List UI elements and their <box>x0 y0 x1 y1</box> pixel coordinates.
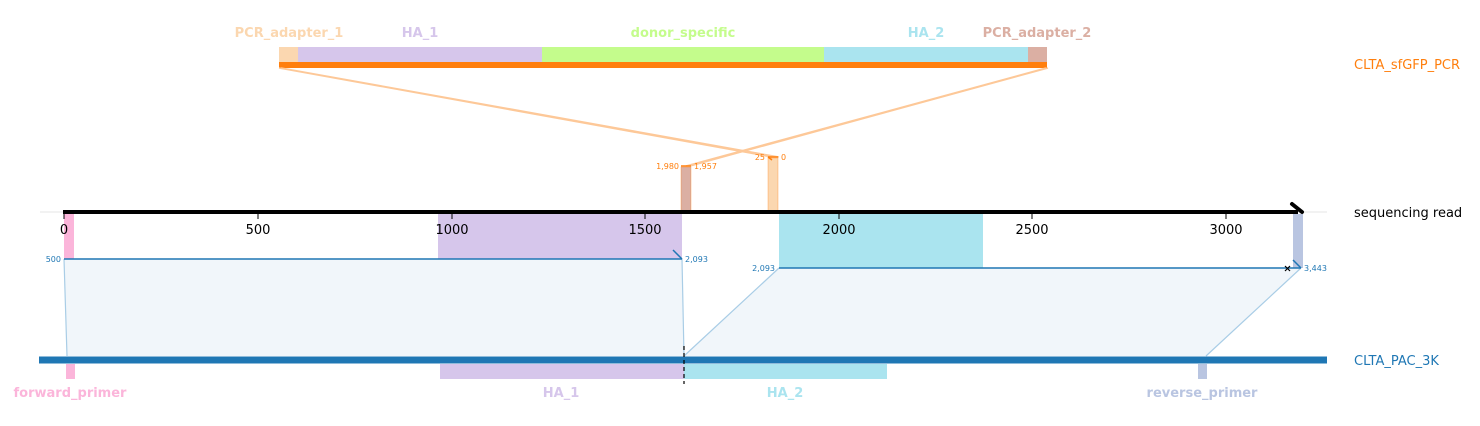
tick-label-2500: 2500 <box>1015 223 1048 238</box>
read-track: 0 500 1000 1500 2000 2500 3000 sequencin… <box>40 202 1462 238</box>
label-orange-right-end: 0 <box>781 153 786 162</box>
top-track-line <box>279 62 1047 68</box>
blue-connector-line <box>1205 267 1302 357</box>
orange-connector-line <box>280 67 780 158</box>
blue-alignment-fill-second <box>684 268 1301 356</box>
read-shade-ha1 <box>438 214 682 259</box>
blue-alignment-arrow-second <box>1292 259 1302 269</box>
label-reverse-primer: reverse_primer <box>1147 386 1259 401</box>
blue-connector-line <box>683 267 780 357</box>
tick-label-500: 500 <box>246 223 271 238</box>
orange-alignment-block-left <box>680 166 692 213</box>
label-ha2-top: HA_2 <box>908 26 945 41</box>
label-blue-second-end: 3,443 <box>1304 264 1327 273</box>
tick-label-0: 0 <box>60 223 68 238</box>
read-track-arrowhead <box>1290 202 1304 214</box>
bottom-track: forward_primer HA_1 HA_2 reverse_primer … <box>14 346 1439 401</box>
blue-alignment-arrow-first <box>672 249 683 260</box>
orange-connector-line <box>689 67 1049 167</box>
label-pcr-adapter-2: PCR_adapter_2 <box>983 26 1092 41</box>
label-orange-left-start: 1,980 <box>656 162 679 171</box>
track-name-clta-pac-3k: CLTA_PAC_3K <box>1354 354 1439 369</box>
feature-donor-specific <box>542 47 824 63</box>
feature-forward-primer <box>66 364 75 379</box>
label-ha1-top: HA_1 <box>402 26 439 41</box>
track-name-sequencing-read: sequencing read <box>1354 206 1462 221</box>
read-shade-ha2 <box>779 214 983 268</box>
feature-ha2-bottom <box>684 364 887 379</box>
read-feature-shading <box>64 214 1303 268</box>
orange-alignment-arrow <box>767 156 773 161</box>
label-orange-right-start: 25 <box>755 153 765 162</box>
feature-pcr-adapter-2 <box>1028 47 1047 63</box>
label-orange-left-end: 1,957 <box>694 162 717 171</box>
label-ha2-bottom: HA_2 <box>767 386 804 401</box>
orange-alignment-block-right <box>767 157 779 213</box>
tick-label-3000: 3000 <box>1209 223 1242 238</box>
label-blue-first-start: 500 <box>46 255 61 264</box>
label-blue-second-start: 2,093 <box>752 264 775 273</box>
track-name-clta-sfgfp-pcr: CLTA_sfGFP_PCR <box>1354 58 1460 73</box>
feature-reverse-primer <box>1198 364 1207 379</box>
label-forward-primer: forward_primer <box>14 386 128 401</box>
feature-pcr-adapter-1 <box>279 47 298 63</box>
blue-alignments: 500 2,093 2,093 3,443 <box>46 249 1327 357</box>
label-donor-specific: donor_specific <box>631 26 736 41</box>
blue-connector-line <box>63 258 68 357</box>
blue-alignment-fill-first <box>64 259 684 356</box>
mismatch-marker-x <box>1284 265 1291 272</box>
orange-alignments: 1,980 1,957 25 0 <box>278 67 1049 213</box>
label-pcr-adapter-1: PCR_adapter_1 <box>235 26 344 41</box>
tick-label-1000: 1000 <box>435 223 468 238</box>
feature-ha1-bottom <box>440 364 684 379</box>
tick-label-2000: 2000 <box>822 223 855 238</box>
label-blue-first-end: 2,093 <box>685 255 708 264</box>
read-shade-forward-primer <box>64 214 74 259</box>
read-shade-reverse-primer <box>1293 214 1303 268</box>
blue-connector-line <box>681 258 685 357</box>
label-ha1-bottom: HA_1 <box>543 386 580 401</box>
read-track-ticks <box>63 212 1227 219</box>
feature-ha1-top <box>298 47 542 63</box>
feature-ha2-top <box>824 47 1028 63</box>
top-track: PCR_adapter_1 HA_1 donor_specific HA_2 P… <box>235 26 1460 73</box>
tick-label-1500: 1500 <box>628 223 661 238</box>
